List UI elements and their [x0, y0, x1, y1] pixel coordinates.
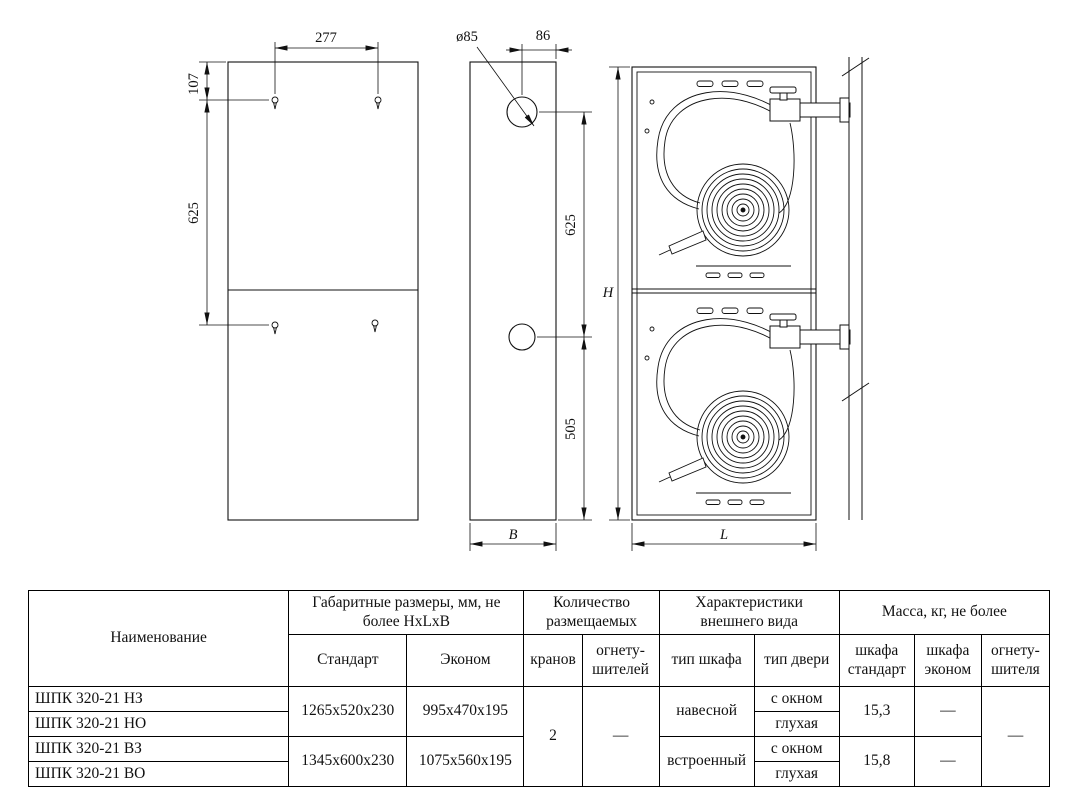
- cell-name-3: ШПК 320-21 ВЗ: [27, 736, 290, 762]
- technical-drawing: 277 107 625 ø85 86 625 505 B: [186, 28, 870, 551]
- cell-extinguishers: —: [581, 686, 660, 787]
- side-view-dimensions: [469, 44, 592, 551]
- cell-mass-extinguisher: —: [980, 686, 1051, 787]
- cell-taps: 2: [523, 686, 583, 787]
- front-view-dimensions: [199, 42, 379, 326]
- cell-cabinet-type-2: встроенный: [658, 736, 755, 787]
- cell-dims-standard-1: 1265x520x230: [288, 686, 408, 737]
- header-mass-group: Масса, кг, не более: [838, 590, 1051, 635]
- cell-mass-econom-1: —: [913, 686, 982, 737]
- cell-name-1: ШПК 320-21 НЗ: [27, 686, 290, 712]
- header-extinguishers: огнету-шителей: [581, 634, 660, 687]
- dim-label-107: 107: [186, 73, 202, 95]
- cell-door-2: глухая: [753, 711, 840, 737]
- cell-door-4: глухая: [753, 761, 840, 787]
- dim-label-B: B: [509, 527, 518, 543]
- cell-door-1: с окном: [753, 686, 840, 712]
- spec-table: Наименование Габаритные размеры, мм, не …: [27, 590, 1051, 787]
- dim-label-L: L: [719, 527, 728, 543]
- cell-dims-econom-1: 995x470x195: [406, 686, 525, 737]
- front-view: [227, 61, 419, 521]
- header-cabinet-type: тип шкафа: [658, 634, 755, 687]
- hose-reel-top: [644, 80, 795, 278]
- open-view-dimensions: [609, 66, 817, 551]
- cell-mass-standard-1: 15,3: [838, 686, 915, 737]
- header-qty-group: Количество размещаемых: [523, 590, 660, 635]
- valve-bottom: [769, 313, 851, 350]
- header-appearance-group: Характеристики внешнего вида: [658, 590, 840, 635]
- hose-reel-bottom: [644, 307, 795, 505]
- wall: [841, 57, 870, 520]
- cell-name-2: ШПК 320-21 НО: [27, 711, 290, 737]
- open-view: [631, 66, 851, 521]
- dim-label-625-front: 625: [186, 202, 202, 224]
- header-door-type: тип двери: [753, 634, 840, 687]
- valve-top: [769, 86, 851, 123]
- header-mass-econom: шкафа эконом: [913, 634, 982, 687]
- dim-label-d85: ø85: [456, 29, 478, 45]
- header-econom: Эконом: [406, 634, 525, 687]
- cell-dims-standard-2: 1345x600x230: [288, 736, 408, 787]
- header-standard: Стандарт: [288, 634, 408, 687]
- header-mass-extinguisher: огнету-шителя: [980, 634, 1051, 687]
- dim-label-625-side: 625: [563, 214, 579, 236]
- header-dims-group: Габаритные размеры, мм, не более HxLxB: [288, 590, 525, 635]
- header-taps: кранов: [523, 634, 583, 687]
- dim-label-505: 505: [563, 418, 579, 440]
- side-view: [469, 61, 557, 521]
- mounting-holes: [271, 96, 382, 335]
- dim-label-277: 277: [315, 30, 337, 46]
- cell-dims-econom-2: 1075x560x195: [406, 736, 525, 787]
- header-mass-standard: шкафа стандарт: [838, 634, 915, 687]
- cell-name-4: ШПК 320-21 ВО: [27, 761, 290, 787]
- cell-mass-econom-2: —: [913, 736, 982, 787]
- cell-mass-standard-2: 15,8: [838, 736, 915, 787]
- header-name: Наименование: [27, 590, 290, 687]
- cell-door-3: с окном: [753, 736, 840, 762]
- dim-label-86: 86: [536, 28, 551, 44]
- dim-label-H: H: [602, 285, 615, 301]
- cell-cabinet-type-1: навесной: [658, 686, 755, 737]
